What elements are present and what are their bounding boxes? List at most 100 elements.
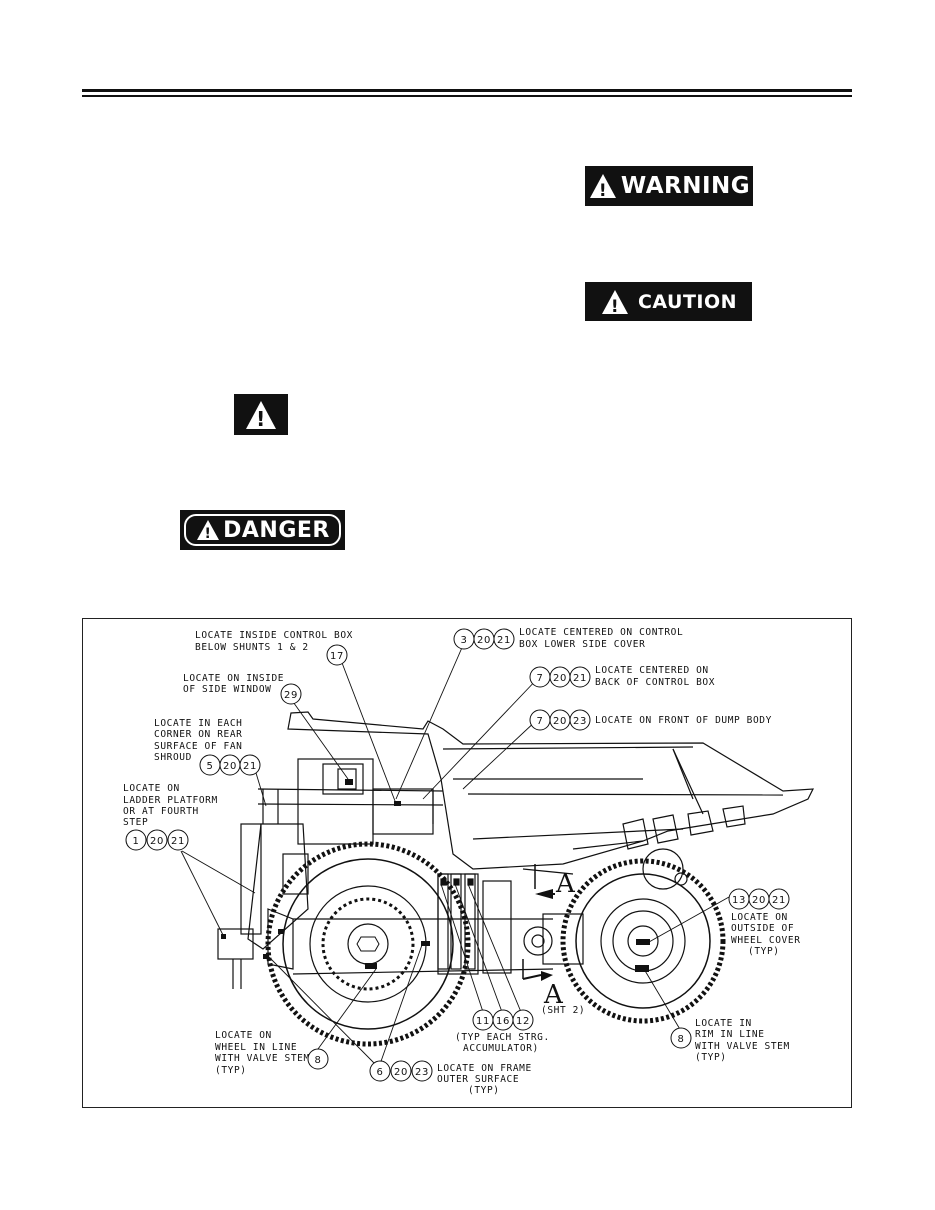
warning-triangle-icon: ! (589, 174, 616, 200)
svg-text:LOCATE CENTERED ON CONTROL: LOCATE CENTERED ON CONTROL (519, 627, 683, 638)
svg-text:1: 1 (133, 836, 140, 847)
danger-label: DANGER (223, 517, 330, 543)
svg-text:17: 17 (330, 651, 344, 662)
svg-text:BACK OF CONTROL BOX: BACK OF CONTROL BOX (595, 677, 715, 688)
rear-tire (560, 858, 726, 1024)
callout-frame-outer-surface: LOCATE ON FRAME OUTER SURFACE (TYP) (437, 1063, 532, 1096)
svg-text:12: 12 (516, 1016, 530, 1027)
svg-text:20: 20 (223, 761, 237, 772)
svg-text:11: 11 (476, 1016, 490, 1027)
svg-text:7: 7 (537, 716, 544, 727)
callout-wheel-cover: LOCATE ON OUTSIDE OF WHEEL COVER (TYP) (731, 912, 801, 957)
warning-sign: ! WARNING (585, 166, 753, 206)
bubble-8-rear: 8 (670, 1027, 692, 1049)
svg-text:LOCATE ON FRAME: LOCATE ON FRAME (437, 1063, 532, 1074)
svg-text:LOCATE ON: LOCATE ON (731, 912, 788, 923)
svg-text:20: 20 (150, 836, 164, 847)
bubble-11: 11 (472, 1009, 494, 1031)
callout-front-of-dump-body: LOCATE ON FRONT OF DUMP BODY (595, 715, 772, 726)
svg-text:21: 21 (497, 635, 511, 646)
svg-text:WHEEL COVER: WHEEL COVER (731, 935, 801, 946)
bubble-20: 20 (549, 709, 571, 731)
callout-accumulator: (TYP EACH STRG. ACCUMULATOR) (455, 1032, 550, 1054)
accumulators (437, 873, 553, 970)
bubble-21: 21 (239, 754, 261, 776)
bubble-7: 7 (529, 666, 551, 688)
svg-text:20: 20 (394, 1067, 408, 1078)
svg-text:ACCUMULATOR): ACCUMULATOR) (463, 1043, 539, 1054)
svg-text:BELOW SHUNTS 1 & 2: BELOW SHUNTS 1 & 2 (195, 642, 309, 653)
callout-fan-shroud: LOCATE IN EACH CORNER ON REAR SURFACE OF… (154, 718, 242, 763)
section-ref: (SHT 2) (541, 1005, 585, 1016)
svg-text:LOCATE IN EACH: LOCATE IN EACH (154, 718, 242, 729)
bubble-16: 16 (492, 1009, 514, 1031)
bubble-20: 20 (748, 888, 770, 910)
callout-control-box-lower-cover: LOCATE CENTERED ON CONTROL BOX LOWER SID… (519, 627, 683, 650)
bubble-7: 7 (529, 709, 551, 731)
callout-rear-rim-valve-stem: LOCATE IN RIM IN LINE WITH VALVE STEM (T… (695, 1018, 790, 1063)
bubble-13: 13 (728, 888, 750, 910)
bubble-21: 21 (768, 888, 790, 910)
svg-text:!: ! (599, 181, 607, 200)
svg-text:13: 13 (732, 895, 746, 906)
danger-inner-border (184, 514, 341, 546)
bubble-21: 21 (493, 628, 515, 650)
warning-label: WARNING (620, 173, 751, 199)
svg-text:SHROUD: SHROUD (154, 752, 192, 763)
danger-sign: ! DANGER (180, 510, 345, 550)
svg-text:21: 21 (243, 761, 257, 772)
bubble-6: 6 (369, 1060, 391, 1082)
item-bubbles: 17 3 20 21 7 20 21 7 20 23 29 5 20 21 1 … (125, 628, 790, 1082)
svg-text:(TYP): (TYP) (215, 1065, 247, 1076)
svg-text:(TYP): (TYP) (748, 946, 780, 957)
svg-text:OR AT FOURTH: OR AT FOURTH (123, 806, 199, 817)
svg-text:OUTER SURFACE: OUTER SURFACE (437, 1074, 519, 1085)
section-mark-upper: A (534, 864, 576, 899)
bubble-8-front: 8 (307, 1048, 329, 1070)
svg-text:20: 20 (752, 895, 766, 906)
bubble-20: 20 (219, 754, 241, 776)
svg-text:LOCATE INSIDE CONTROL BOX: LOCATE INSIDE CONTROL BOX (195, 630, 353, 641)
haul-truck-drawing: A A (SHT 2) (123, 627, 815, 1096)
bubble-1: 1 (125, 829, 147, 851)
svg-text:!: ! (205, 526, 212, 542)
svg-text:8: 8 (315, 1055, 322, 1066)
svg-text:LOCATE ON INSIDE: LOCATE ON INSIDE (183, 673, 284, 684)
header-rule-thick (82, 89, 852, 92)
svg-text:LOCATE ON FRONT OF DUMP BODY: LOCATE ON FRONT OF DUMP BODY (595, 715, 772, 726)
svg-text:CORNER ON REAR: CORNER ON REAR (154, 729, 242, 740)
caution-sign: ! CAUTION (585, 282, 752, 321)
callout-front-wheel-valve-stem: LOCATE ON WHEEL IN LINE WITH VALVE STEM … (215, 1030, 310, 1076)
safety-alert-symbol: ! (234, 394, 288, 435)
svg-text:20: 20 (553, 673, 567, 684)
svg-text:WITH VALVE STEM: WITH VALVE STEM (215, 1053, 310, 1064)
svg-text:LOCATE CENTERED ON: LOCATE CENTERED ON (595, 665, 709, 676)
bubble-23: 23 (411, 1060, 433, 1082)
bubble-23: 23 (569, 709, 591, 731)
svg-text:20: 20 (477, 635, 491, 646)
svg-text:(TYP EACH STRG.: (TYP EACH STRG. (455, 1032, 550, 1043)
callout-back-of-control-box: LOCATE CENTERED ON BACK OF CONTROL BOX (595, 665, 715, 688)
svg-text:RIM IN LINE: RIM IN LINE (695, 1029, 765, 1040)
caution-triangle-icon: ! (601, 289, 628, 316)
callout-control-box-shunts: LOCATE INSIDE CONTROL BOX BELOW SHUNTS 1… (195, 630, 353, 653)
decal-markers (221, 779, 401, 959)
bubble-29: 29 (280, 683, 302, 705)
bubble-12: 12 (512, 1009, 534, 1031)
svg-text:23: 23 (415, 1067, 429, 1078)
svg-text:7: 7 (537, 673, 544, 684)
svg-text:WITH VALVE STEM: WITH VALVE STEM (695, 1041, 790, 1052)
callout-ladder-platform: LOCATE ON LADDER PLATFORM OR AT FOURTH S… (123, 783, 218, 828)
svg-text:LADDER PLATFORM: LADDER PLATFORM (123, 795, 218, 806)
svg-text:(TYP): (TYP) (468, 1085, 500, 1096)
svg-text:STEP: STEP (123, 817, 148, 828)
svg-text:(TYP): (TYP) (695, 1052, 727, 1063)
svg-text:8: 8 (678, 1034, 685, 1045)
svg-text:3: 3 (461, 635, 468, 646)
svg-text:21: 21 (171, 836, 185, 847)
danger-triangle-icon: ! (197, 520, 220, 542)
section-letter-upper: A (555, 869, 576, 899)
svg-text:20: 20 (553, 716, 567, 727)
bubble-20: 20 (146, 829, 168, 851)
svg-text:SURFACE OF FAN: SURFACE OF FAN (154, 741, 242, 752)
